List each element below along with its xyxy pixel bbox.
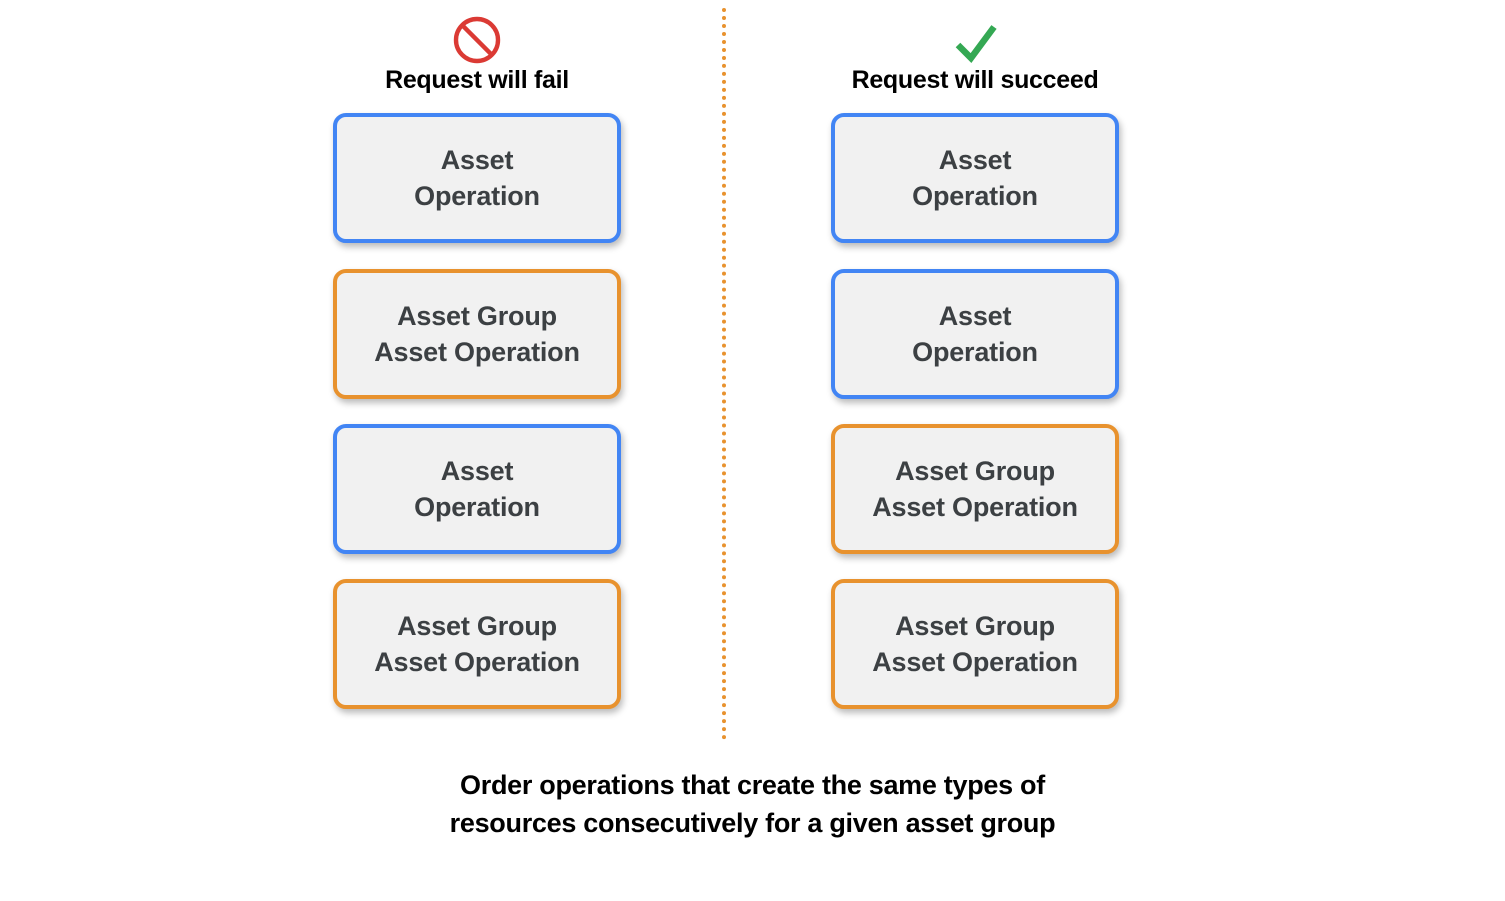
operation-box-label: Asset Group Asset Operation [374, 301, 580, 367]
vertical-dotted-divider [722, 8, 726, 740]
operation-box: Asset Group Asset Operation [333, 269, 621, 399]
operation-box-label: Asset Operation [912, 145, 1038, 211]
operation-box-label: Asset Operation [414, 145, 540, 211]
prohibition-icon [453, 16, 501, 64]
checkmark-icon [955, 25, 997, 63]
operation-box: Asset Group Asset Operation [831, 579, 1119, 709]
operation-box-label: Asset Group Asset Operation [374, 611, 580, 677]
column-header-fail: Request will fail [333, 0, 621, 113]
operation-box: Asset Operation [333, 113, 621, 243]
column-title-fail: Request will fail [385, 66, 569, 94]
operation-box-label: Asset Operation [414, 456, 540, 522]
operation-box-label: Asset Operation [912, 301, 1038, 367]
operation-box-label: Asset Group Asset Operation [872, 456, 1078, 522]
operation-box: Asset Group Asset Operation [333, 579, 621, 709]
column-title-succeed: Request will succeed [851, 66, 1099, 94]
diagram-caption: Order operations that create the same ty… [449, 770, 1056, 838]
operation-box: Asset Group Asset Operation [831, 424, 1119, 554]
operation-box: Asset Operation [333, 424, 621, 554]
operation-box: Asset Operation [831, 269, 1119, 399]
column-request-will-fail: Request will fail Asset Operation Asset … [333, 0, 621, 709]
column-request-will-succeed: Request will succeed Asset Operation Ass… [831, 0, 1119, 709]
operation-box: Asset Operation [831, 113, 1119, 243]
operation-box-label: Asset Group Asset Operation [872, 611, 1078, 677]
column-header-succeed: Request will succeed [831, 0, 1119, 113]
